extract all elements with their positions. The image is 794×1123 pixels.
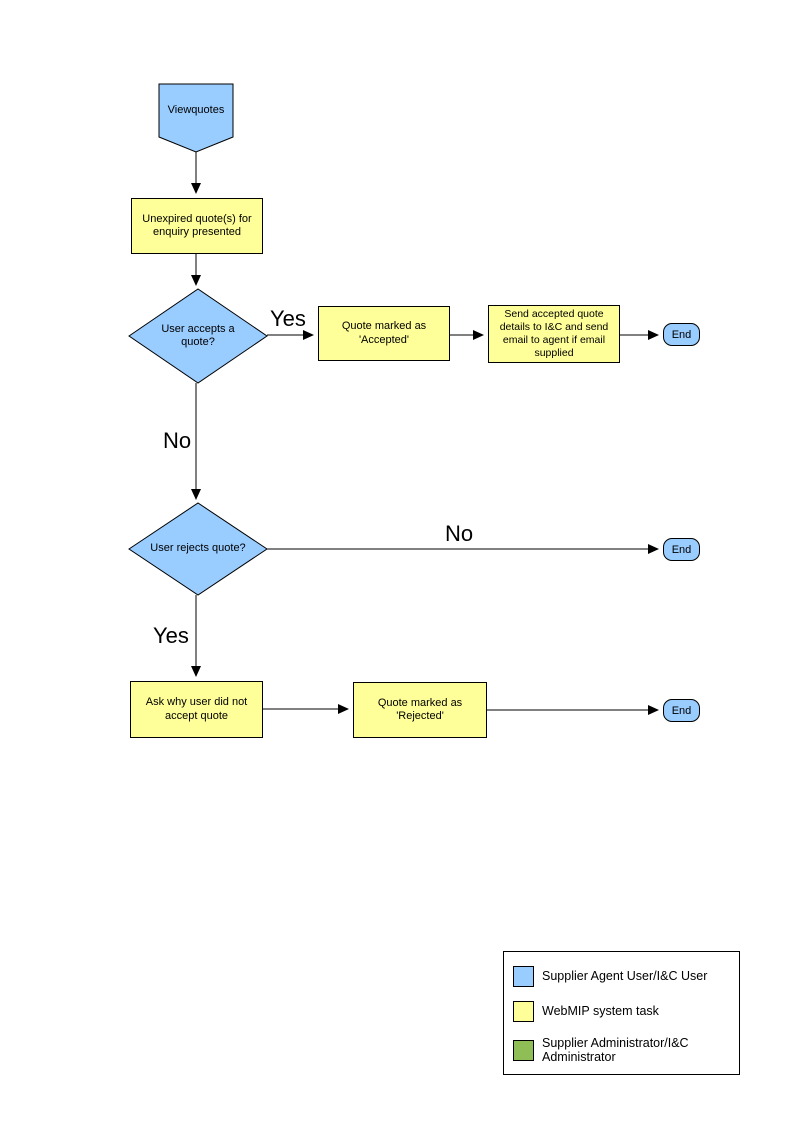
node-unexpired-quotes: Unexpired quote(s) for enquiry presented xyxy=(131,198,263,254)
terminator-end-2-label: End xyxy=(671,543,692,556)
node-start-label: Viewquotes xyxy=(167,104,225,117)
node-send-details-label: Send accepted quote details to I&C and s… xyxy=(499,308,609,359)
node-start-viewquotes: Viewquotes xyxy=(159,86,233,136)
decision-accepts-label: User accepts a quote? xyxy=(161,322,235,348)
node-marked-rejected-label: Quote marked as 'Rejected' xyxy=(377,696,463,722)
node-quote-marked-accepted: Quote marked as 'Accepted' xyxy=(318,306,450,361)
node-unexpired-label: Unexpired quote(s) for enquiry presented xyxy=(142,212,252,238)
terminator-end-2: End xyxy=(663,538,700,561)
decision-user-rejects: User rejects quote? xyxy=(148,503,248,595)
legend-item-supplier-agent: Supplier Agent User/I&C User xyxy=(513,966,731,987)
node-quote-marked-rejected: Quote marked as 'Rejected' xyxy=(353,682,487,738)
legend-label-supplier-agent: Supplier Agent User/I&C User xyxy=(542,969,708,984)
node-send-accepted-details: Send accepted quote details to I&C and s… xyxy=(488,305,620,363)
legend-swatch-green xyxy=(513,1039,534,1061)
decision-rejects-label: User rejects quote? xyxy=(150,542,246,555)
decision-accept-shape xyxy=(128,288,268,384)
label-no-reject: No xyxy=(445,521,474,546)
legend-item-supplier-admin: Supplier Administrator/I&C Administrator xyxy=(513,1036,731,1065)
terminator-end-1: End xyxy=(663,323,700,346)
node-ask-why: Ask why user did not accept quote xyxy=(130,681,263,738)
node-marked-accepted-label: Quote marked as 'Accepted' xyxy=(341,320,427,346)
decision-user-accepts: User accepts a quote? xyxy=(148,289,248,383)
label-yes-accept: Yes xyxy=(270,306,306,331)
legend: Supplier Agent User/I&C User WebMIP syst… xyxy=(503,951,740,1075)
legend-label-webmip-task: WebMIP system task xyxy=(542,1004,659,1019)
label-yes-reject: Yes xyxy=(153,623,189,648)
label-no-accept: No xyxy=(163,428,192,453)
terminator-end-1-label: End xyxy=(671,328,692,341)
legend-label-supplier-admin: Supplier Administrator/I&C Administrator xyxy=(542,1036,689,1065)
legend-swatch-yellow xyxy=(513,1001,534,1022)
terminator-end-3: End xyxy=(663,699,700,722)
node-ask-why-label: Ask why user did not accept quote xyxy=(145,696,248,722)
legend-swatch-blue xyxy=(513,966,534,987)
start-pentagon-shape xyxy=(158,83,234,153)
terminator-end-3-label: End xyxy=(671,704,692,717)
legend-item-webmip-task: WebMIP system task xyxy=(513,1001,731,1022)
